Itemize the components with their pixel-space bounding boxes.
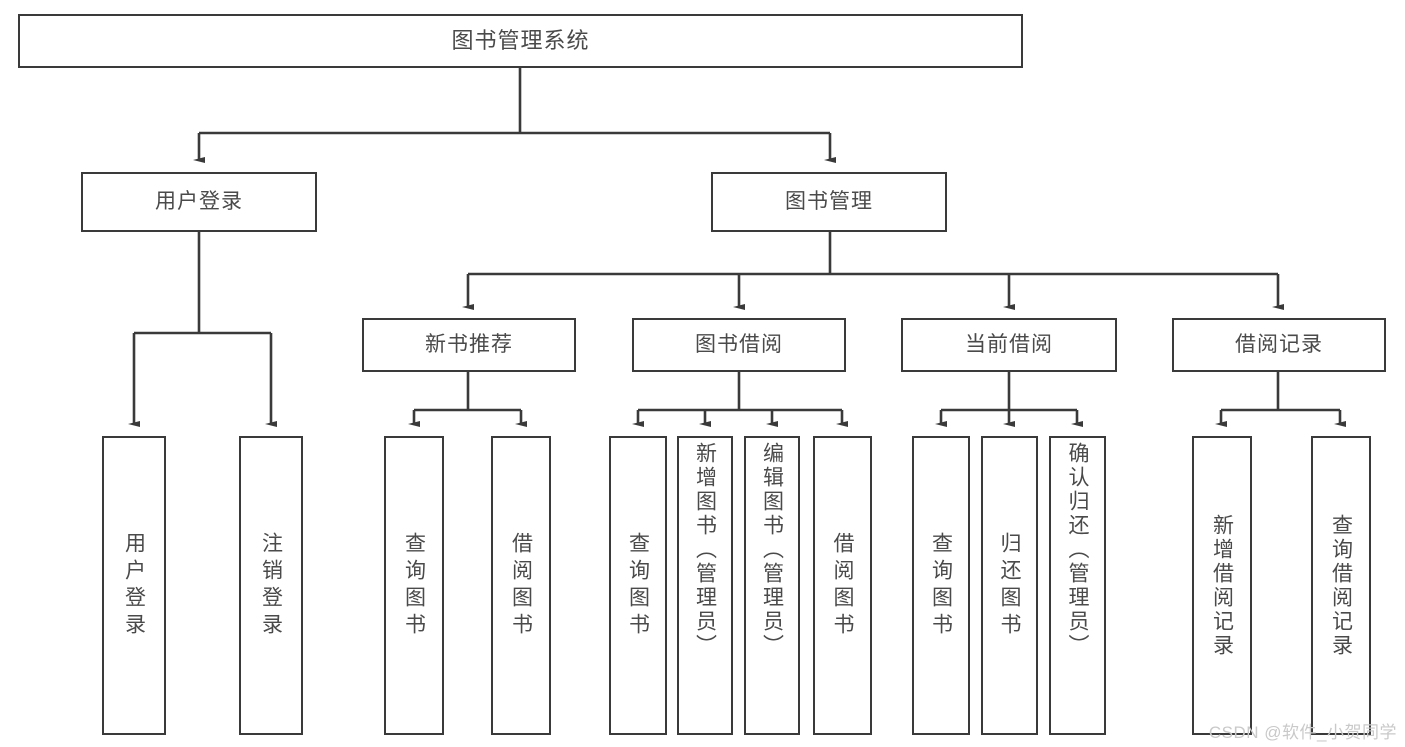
leaf-borrow-books-recommend[interactable]: 借阅图书	[491, 436, 551, 735]
node-label: 借阅记录	[1235, 332, 1323, 356]
node-user-login[interactable]: 用户登录	[81, 172, 317, 232]
leaf-label: 查询图书	[929, 531, 953, 640]
leaf-label: 查询借阅记录	[1329, 513, 1353, 658]
leaf-label: 用户登录	[122, 531, 146, 640]
node-label: 新书推荐	[425, 332, 513, 356]
node-borrow-records[interactable]: 借阅记录	[1172, 318, 1386, 372]
node-label: 图书管理系统	[451, 28, 590, 54]
leaf-label: 归还图书	[998, 531, 1021, 640]
leaf-label: 借阅图书	[831, 531, 854, 640]
leaf-add-borrow-record[interactable]: 新增借阅记录	[1192, 436, 1252, 735]
node-book-management[interactable]: 图书管理	[711, 172, 947, 232]
leaf-borrow-books[interactable]: 借阅图书	[813, 436, 872, 735]
leaf-user-login[interactable]: 用户登录	[102, 436, 166, 735]
leaf-query-borrow-record[interactable]: 查询借阅记录	[1311, 436, 1371, 735]
leaf-label: 新增借阅记录	[1210, 513, 1234, 658]
leaf-logout[interactable]: 注销登录	[239, 436, 303, 735]
leaf-label: 注销登录	[259, 531, 283, 640]
leaf-query-books-recommend[interactable]: 查询图书	[384, 436, 444, 735]
leaf-label: 编辑图书（管理员）	[760, 442, 784, 658]
leaf-label: 查询图书	[402, 531, 426, 640]
leaf-confirm-return-admin[interactable]: 确认归还（管理员）	[1049, 436, 1106, 735]
csdn-watermark: CSDN @软件_小贺同学	[1208, 723, 1397, 742]
node-label: 当前借阅	[965, 332, 1053, 356]
leaf-query-books-current[interactable]: 查询图书	[912, 436, 970, 735]
leaf-return-books[interactable]: 归还图书	[981, 436, 1038, 735]
node-root-book-management-system[interactable]: 图书管理系统	[18, 14, 1023, 68]
node-current-borrowing[interactable]: 当前借阅	[901, 318, 1117, 372]
node-new-book-recommendation[interactable]: 新书推荐	[362, 318, 576, 372]
leaf-edit-book-admin[interactable]: 编辑图书（管理员）	[744, 436, 800, 735]
leaf-label: 借阅图书	[509, 531, 533, 640]
leaf-label: 新增图书（管理员）	[693, 442, 717, 658]
leaf-label: 查询图书	[626, 531, 650, 640]
leaf-query-books-borrow[interactable]: 查询图书	[609, 436, 667, 735]
node-label: 图书借阅	[695, 332, 783, 356]
node-label: 图书管理	[785, 189, 873, 213]
node-label: 用户登录	[155, 189, 243, 213]
leaf-add-book-admin[interactable]: 新增图书（管理员）	[677, 436, 733, 735]
leaf-label: 确认归还（管理员）	[1066, 442, 1089, 658]
node-book-borrowing[interactable]: 图书借阅	[632, 318, 846, 372]
